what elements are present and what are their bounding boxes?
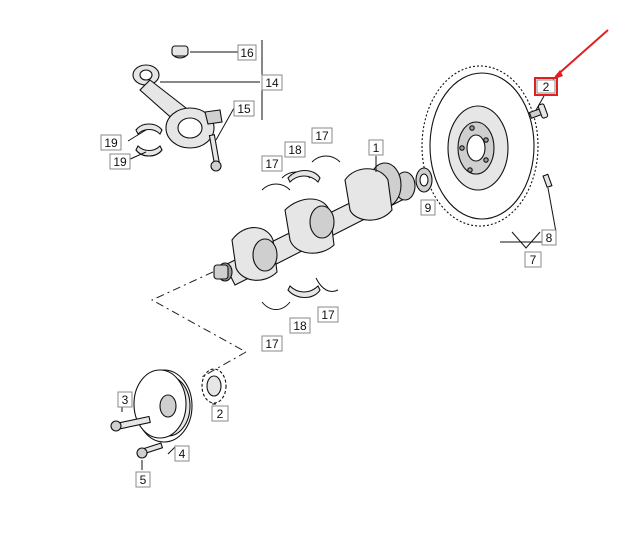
svg-text:9: 9 xyxy=(425,201,432,215)
svg-text:17: 17 xyxy=(265,157,279,171)
callout-2-sprocket[interactable]: 2 xyxy=(211,405,229,422)
svg-text:8: 8 xyxy=(546,231,553,245)
callout-17-top-left[interactable]: 17 xyxy=(261,155,283,172)
svg-text:17: 17 xyxy=(265,337,279,351)
connecting-rod xyxy=(132,64,223,149)
callout-1[interactable]: 1 xyxy=(368,139,384,156)
svg-text:2: 2 xyxy=(217,407,224,421)
callout-15[interactable]: 15 xyxy=(233,100,255,117)
callout-4[interactable]: 4 xyxy=(174,445,190,462)
svg-text:2: 2 xyxy=(543,80,550,94)
svg-text:19: 19 xyxy=(113,155,127,169)
svg-text:17: 17 xyxy=(321,308,335,322)
callout-17-bottom-right[interactable]: 17 xyxy=(317,306,339,323)
svg-text:18: 18 xyxy=(293,319,307,333)
crankshaft xyxy=(213,162,416,286)
dowel-pin xyxy=(542,173,553,189)
svg-text:14: 14 xyxy=(265,76,279,90)
callout-16[interactable]: 16 xyxy=(237,44,257,61)
svg-text:17: 17 xyxy=(315,129,329,143)
callout-18-bottom[interactable]: 18 xyxy=(289,317,311,334)
small-end-bushing xyxy=(171,45,189,59)
svg-text:4: 4 xyxy=(179,447,186,461)
callout-19-top[interactable]: 19 xyxy=(100,134,122,151)
axis-line-main xyxy=(150,271,247,353)
conrod-bolt xyxy=(208,134,222,172)
callout-19-bottom[interactable]: 19 xyxy=(109,153,131,170)
callout-5[interactable]: 5 xyxy=(135,471,151,488)
callout-14[interactable]: 14 xyxy=(261,74,283,91)
svg-text:3: 3 xyxy=(122,393,129,407)
flywheel xyxy=(421,65,539,227)
callout-9[interactable]: 9 xyxy=(420,199,436,216)
callout-17-top-right[interactable]: 17 xyxy=(311,127,333,144)
svg-text:19: 19 xyxy=(104,136,118,150)
svg-text:18: 18 xyxy=(288,143,302,157)
callout-8[interactable]: 8 xyxy=(541,229,557,246)
svg-text:16: 16 xyxy=(240,46,254,60)
svg-text:1: 1 xyxy=(373,141,380,155)
flywheel-bolt xyxy=(528,103,549,119)
callout-17-bottom-left[interactable]: 17 xyxy=(261,335,283,352)
callout-18-top[interactable]: 18 xyxy=(284,141,306,158)
highlight-arrow xyxy=(552,29,609,80)
crank-pulley xyxy=(133,369,193,443)
callout-3[interactable]: 3 xyxy=(117,391,133,408)
crank-sprocket xyxy=(201,368,227,404)
svg-text:7: 7 xyxy=(530,253,537,267)
highlight-box xyxy=(534,77,558,96)
svg-text:5: 5 xyxy=(140,473,147,487)
callout-2-flywheel-bolt[interactable]: 2 xyxy=(536,79,556,94)
pulley-bolts xyxy=(110,415,164,459)
conrod-bearing-shells xyxy=(135,123,163,157)
needle-bearing xyxy=(415,167,433,193)
callout-7[interactable]: 7 xyxy=(524,251,542,268)
bearing-shells xyxy=(261,155,341,310)
svg-text:15: 15 xyxy=(237,102,251,116)
